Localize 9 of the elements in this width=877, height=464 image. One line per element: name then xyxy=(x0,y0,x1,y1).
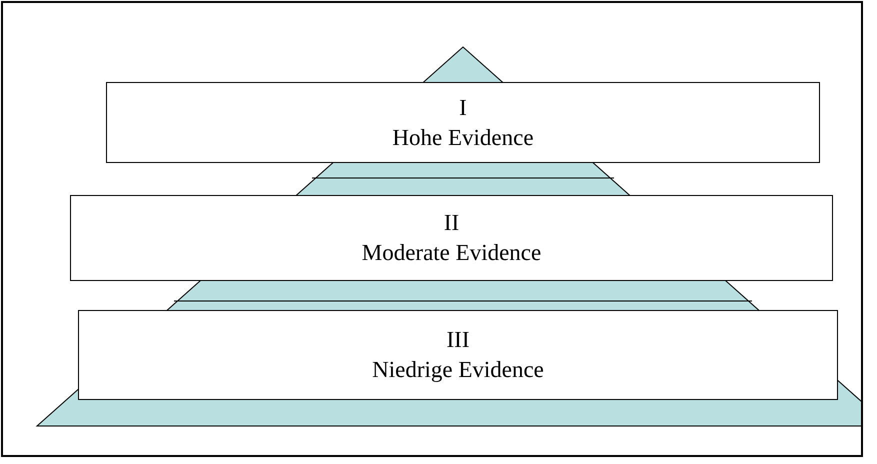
pyramid-level-box xyxy=(78,310,838,400)
level-label: Moderate Evidence xyxy=(362,239,542,267)
pyramid-level-box xyxy=(70,195,833,281)
level-numeral: III xyxy=(446,326,470,354)
level-label: Hohe Evidence xyxy=(392,124,534,152)
level-label: Niedrige Evidence xyxy=(372,356,544,384)
level-numeral: II xyxy=(444,209,460,237)
level-numeral: I xyxy=(459,94,467,122)
pyramid-level-box xyxy=(106,82,820,163)
